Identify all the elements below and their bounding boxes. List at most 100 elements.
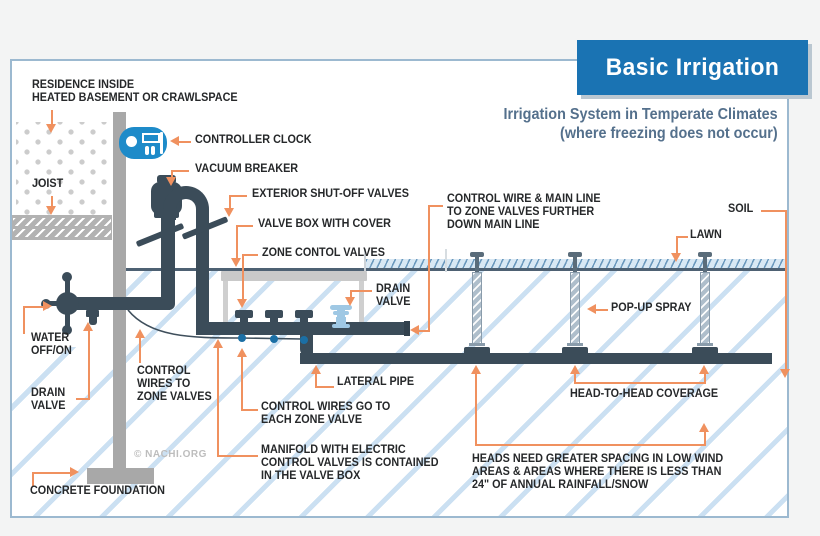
arrowhead-icon [780, 369, 790, 378]
foundation-wall [113, 112, 126, 470]
zone-valve-neck [300, 317, 308, 323]
arrowhead-icon [224, 208, 234, 217]
drain-valve-base [336, 317, 346, 325]
zone-valve [295, 310, 313, 318]
joist-hatch [13, 218, 111, 226]
label-soil: SOIL [728, 203, 754, 215]
pointer-line [179, 141, 191, 143]
sprinkler-base [692, 347, 718, 355]
sprinkler-nozzle [475, 256, 479, 274]
arrowhead-icon [46, 124, 56, 133]
label-concrete-foundation: CONCRETE FOUNDATION [30, 485, 165, 497]
copyright-text: © NACHI.ORG [134, 449, 207, 460]
sprinkler-base [464, 347, 490, 355]
pointer-line [32, 472, 34, 486]
concrete-footing [87, 468, 154, 484]
arrowhead-icon [135, 329, 145, 338]
arrowhead-icon [231, 258, 241, 267]
label-exterior-shutoff: EXTERIOR SHUT-OFF VALVES [252, 188, 409, 200]
lawn-edge-post [445, 249, 447, 272]
controller-button [145, 146, 149, 155]
label-drain-valve-box: DRAIN VALVE [376, 283, 411, 308]
zone-valve-neck [270, 317, 278, 323]
arrowhead-icon [170, 136, 179, 146]
valve-stem-down [65, 312, 70, 330]
arrowhead-icon [671, 253, 681, 262]
pointer-line [229, 195, 247, 197]
arrowhead-icon [345, 297, 355, 306]
label-control-wires-each: CONTROL WIRES GO TO EACH ZONE VALVE [261, 401, 391, 426]
pointer-line [315, 386, 334, 388]
riser-pipe-right [196, 212, 209, 330]
sprinkler-flange [469, 343, 485, 346]
pointer-line [51, 110, 53, 124]
zone-valve-neck [240, 317, 248, 323]
pointer-line [704, 373, 706, 384]
pointer-line [32, 472, 70, 474]
drain-valve-mid [333, 311, 349, 315]
label-heads-spacing: HEADS NEED GREATER SPACING IN LOW WIND A… [472, 453, 724, 491]
pointer-line [171, 170, 173, 178]
zone-valve [235, 310, 253, 318]
house-drain-valve-tip [89, 316, 97, 325]
popup-spray-body [570, 272, 580, 346]
pointer-line [350, 290, 352, 298]
arrowhead-icon [237, 348, 247, 357]
pointer-line [171, 170, 189, 172]
pointer-line [676, 236, 688, 238]
valve-ball-bottom [62, 325, 72, 335]
house-drain-valve [86, 310, 99, 317]
label-zone-valves: ZONE CONTOL VALVES [262, 247, 385, 259]
arrowhead-icon [410, 325, 419, 335]
label-manifold: MANIFOLD WITH ELECTRIC CONTROL VALVES IS… [261, 444, 439, 482]
label-lateral-pipe: LATERAL PIPE [337, 376, 415, 388]
valve-stem-left [48, 301, 60, 306]
page-title: Basic Irrigation [605, 53, 780, 81]
label-joist: JOIST [32, 178, 64, 190]
valve-box-wall-left [223, 281, 228, 331]
label-control-wires-zone: CONTROL WIRES TO ZONE VALVES [137, 365, 212, 403]
pointer-line [574, 382, 706, 384]
title-banner: Basic Irrigation [577, 40, 808, 95]
pointer-line [704, 431, 706, 446]
pointer-line [350, 290, 372, 292]
controller-slot [160, 132, 163, 154]
pointer-line [23, 306, 43, 308]
residence-dot-pattern [16, 122, 110, 216]
drain-valve-cap [330, 305, 352, 310]
pointer-line [23, 306, 25, 334]
controller-button [151, 146, 155, 155]
controller-dial [126, 136, 137, 147]
label-control-wire-main: CONTROL WIRE & MAIN LINE TO ZONE VALVES … [447, 193, 601, 231]
pointer-line [236, 225, 253, 227]
arrowhead-icon [83, 322, 93, 331]
sprinkler-nozzle-cap [698, 252, 712, 257]
label-head-to-head: HEAD-TO-HEAD COVERAGE [570, 388, 719, 400]
pointer-line [242, 254, 244, 300]
label-vacuum-breaker: VACUUM BREAKER [195, 163, 299, 175]
arrowhead-icon [213, 339, 223, 348]
wire-connection-dot [300, 336, 308, 344]
pointer-line [229, 195, 231, 209]
supply-pipe [70, 297, 170, 310]
arrowhead-icon [46, 206, 56, 215]
pointer-line [88, 330, 90, 400]
sprinkler-nozzle [573, 256, 577, 274]
pointer-line [241, 409, 258, 411]
arrowhead-icon [570, 365, 580, 374]
arrowhead-icon [237, 299, 247, 308]
water-shutoff-valve [56, 292, 79, 315]
sprinkler-base [562, 347, 588, 355]
arrowhead-icon [699, 365, 709, 374]
pointer-line [785, 210, 787, 370]
label-drain-valve-left: DRAIN VALVE [31, 387, 66, 412]
pointer-line [475, 444, 706, 446]
arrowhead-icon [587, 304, 596, 314]
arrowhead-icon [166, 177, 176, 186]
controller-display [142, 133, 160, 143]
sprinkler-flange [567, 343, 583, 346]
pointer-line [236, 225, 238, 259]
label-popup-spray: POP-UP SPRAY [611, 302, 692, 314]
